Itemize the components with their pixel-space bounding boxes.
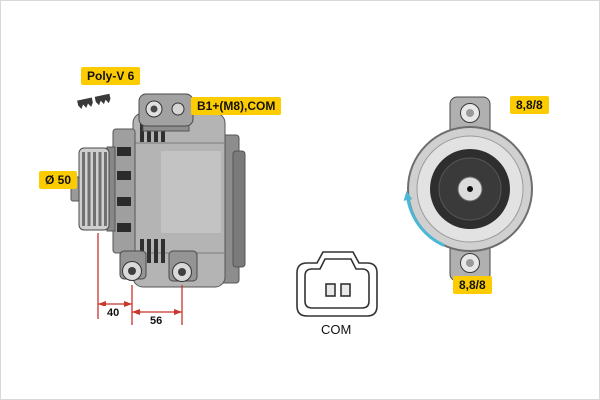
dimension-56-label: 56 [146, 314, 167, 329]
bolt-spec-top-label: 8,8/8 [510, 96, 549, 114]
terminals-label: B1+(M8),COM [191, 97, 282, 115]
com-connector [296, 251, 378, 317]
belt-type-label: Poly-V 6 [81, 67, 141, 85]
bolt-spec-bottom-label: 8,8/8 [453, 276, 492, 294]
top-mounting-lug [138, 93, 194, 132]
belt-profile-icon [77, 93, 111, 109]
alternator-body [132, 112, 226, 288]
pulley-diameter-label: Ø 50 [39, 171, 78, 189]
front-housing [112, 128, 136, 254]
alternator-rear-view [407, 96, 533, 282]
bottom-mounting-feet [119, 250, 198, 282]
poly-v-pulley [70, 146, 116, 232]
dimension-40-label: 40 [103, 306, 124, 321]
rotation-arrow-icon [403, 191, 445, 247]
dimension-lines [97, 233, 183, 325]
connector-label: COM [321, 322, 352, 337]
connector-pins [325, 283, 351, 297]
alternator-side-view [70, 93, 246, 288]
